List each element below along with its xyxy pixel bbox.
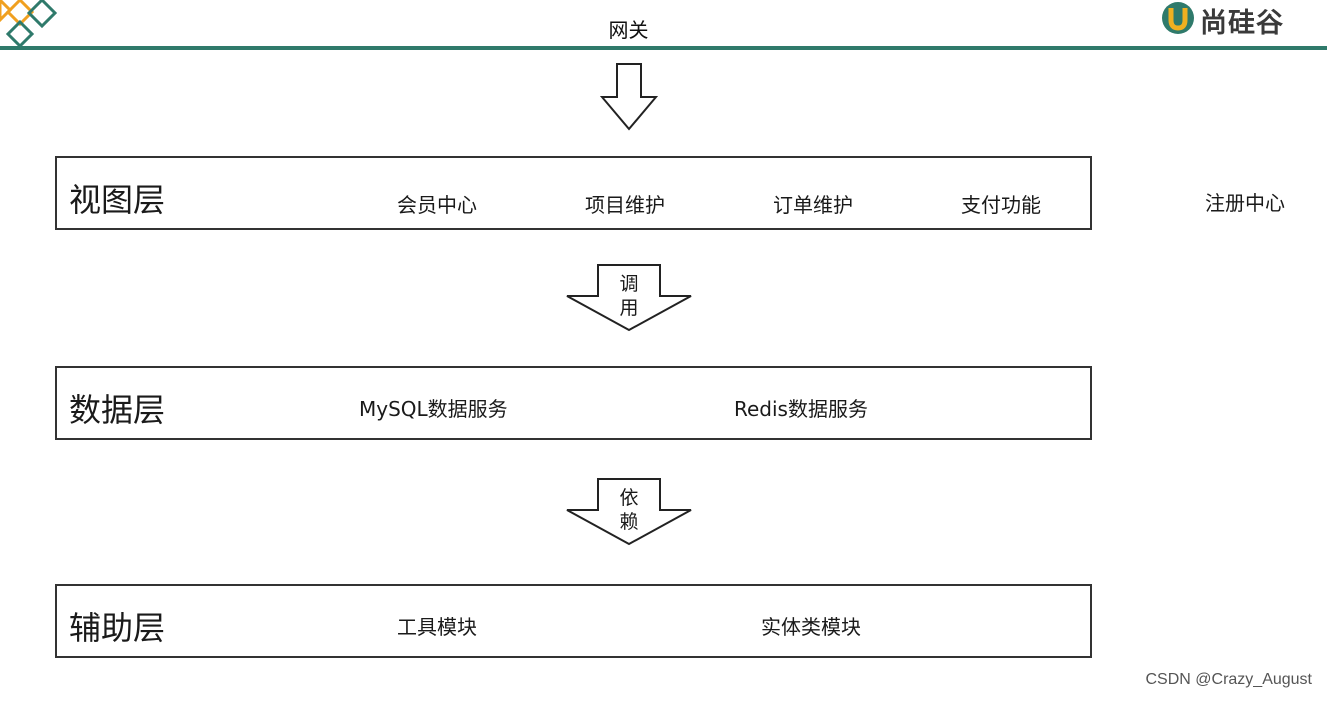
- layer-item: 订单维护: [773, 193, 853, 217]
- layer-item: 工具模块: [397, 615, 477, 639]
- corner-diamond-logo: [0, 0, 60, 54]
- call-arrow: [565, 264, 693, 336]
- gateway-title: 网关: [608, 18, 649, 42]
- brand-name: 尚硅谷: [1200, 7, 1284, 39]
- arrow-label-call-2: 用: [619, 297, 639, 319]
- csdn-watermark: CSDN @Crazy_August: [1145, 671, 1312, 688]
- layer-item: 实体类模块: [761, 615, 861, 639]
- layer-item: MySQL数据服务: [359, 397, 508, 421]
- layer-item: Redis数据服务: [734, 397, 868, 421]
- layer-title: 视图层: [69, 181, 166, 219]
- brand-u-icon: [1160, 0, 1196, 40]
- depend-arrow: [565, 478, 693, 550]
- arrow-label-depend-2: 赖: [619, 511, 639, 533]
- layer-title: 数据层: [69, 391, 166, 429]
- layer-item: 支付功能: [961, 193, 1041, 217]
- data-layer-box: 数据层 MySQL数据服务 Redis数据服务: [55, 366, 1092, 440]
- view-layer-box: 视图层 会员中心 项目维护 订单维护 支付功能: [55, 156, 1092, 230]
- arrow-label-depend-1: 依: [619, 487, 639, 509]
- registry-center-label: 注册中心: [1205, 191, 1285, 215]
- header-divider: [0, 46, 1327, 50]
- layer-item: 项目维护: [585, 193, 665, 217]
- brand-logo: 尚硅谷: [1160, 0, 1284, 40]
- auxiliary-layer-box: 辅助层 工具模块 实体类模块: [55, 584, 1092, 658]
- gateway-down-arrow: [599, 63, 659, 135]
- layer-title: 辅助层: [69, 609, 166, 647]
- arrow-label-call-1: 调: [619, 273, 639, 295]
- layer-item: 会员中心: [397, 193, 477, 217]
